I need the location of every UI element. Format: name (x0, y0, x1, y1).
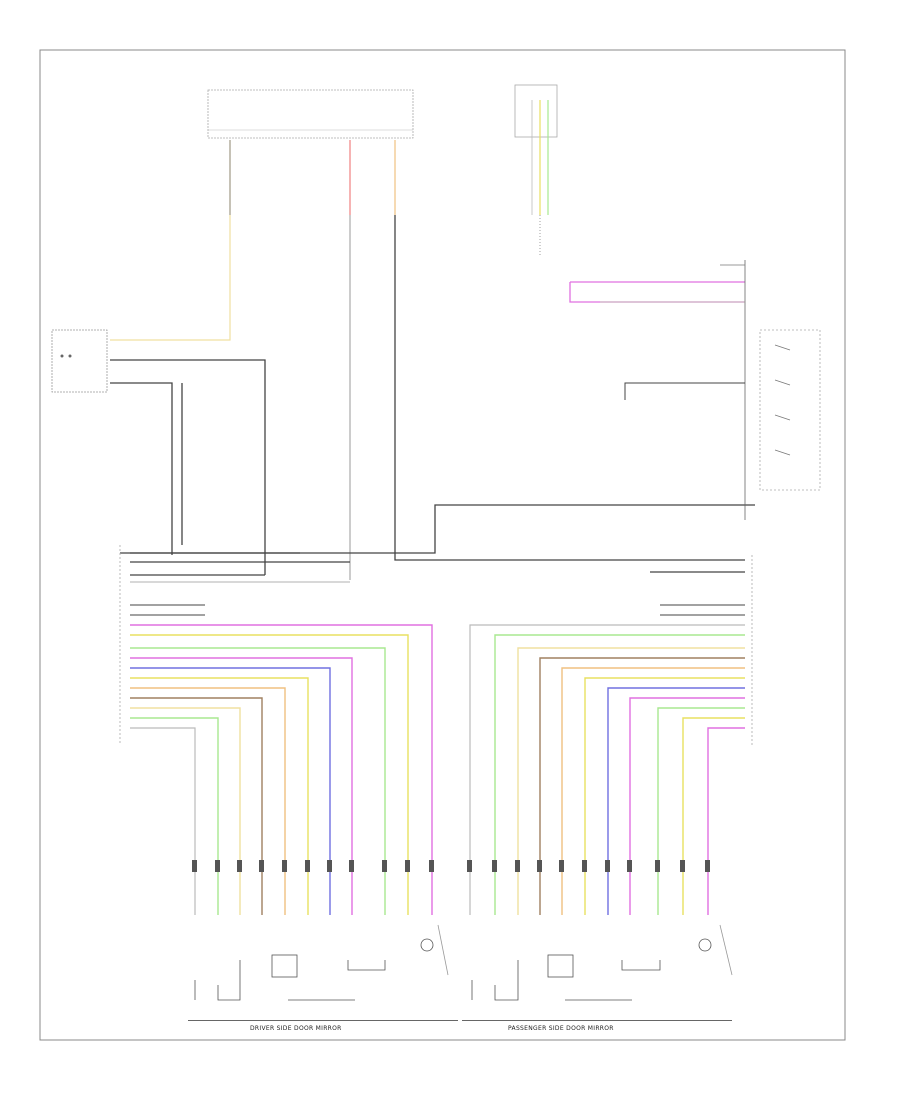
driver-mirror-components (188, 924, 458, 1021)
diagram-frame (39, 49, 846, 1041)
wire-orange-feed (394, 215, 745, 561)
control-module-top-right (514, 84, 558, 255)
driver-mirror-module-connector (119, 545, 350, 745)
connector-pins (192, 860, 710, 872)
fuse-box (207, 89, 414, 139)
passenger-mirror-components (462, 924, 733, 1021)
driver-harness (130, 624, 433, 915)
wire-fuse-to-switch (110, 140, 231, 341)
driver-mirror-title: DRIVER SIDE DOOR MIRROR (250, 1025, 342, 1032)
wire-switch-2 (110, 359, 266, 575)
wire-switch-3 (110, 382, 173, 555)
seat-memory-switch-right (569, 260, 821, 520)
passenger-mirror-module-connector (650, 555, 753, 745)
passenger-harness (469, 624, 745, 915)
mirror-switch-left (51, 329, 108, 393)
wire-crossbar (120, 504, 755, 554)
passenger-mirror-title: PASSENGER SIDE DOOR MIRROR (508, 1025, 614, 1032)
